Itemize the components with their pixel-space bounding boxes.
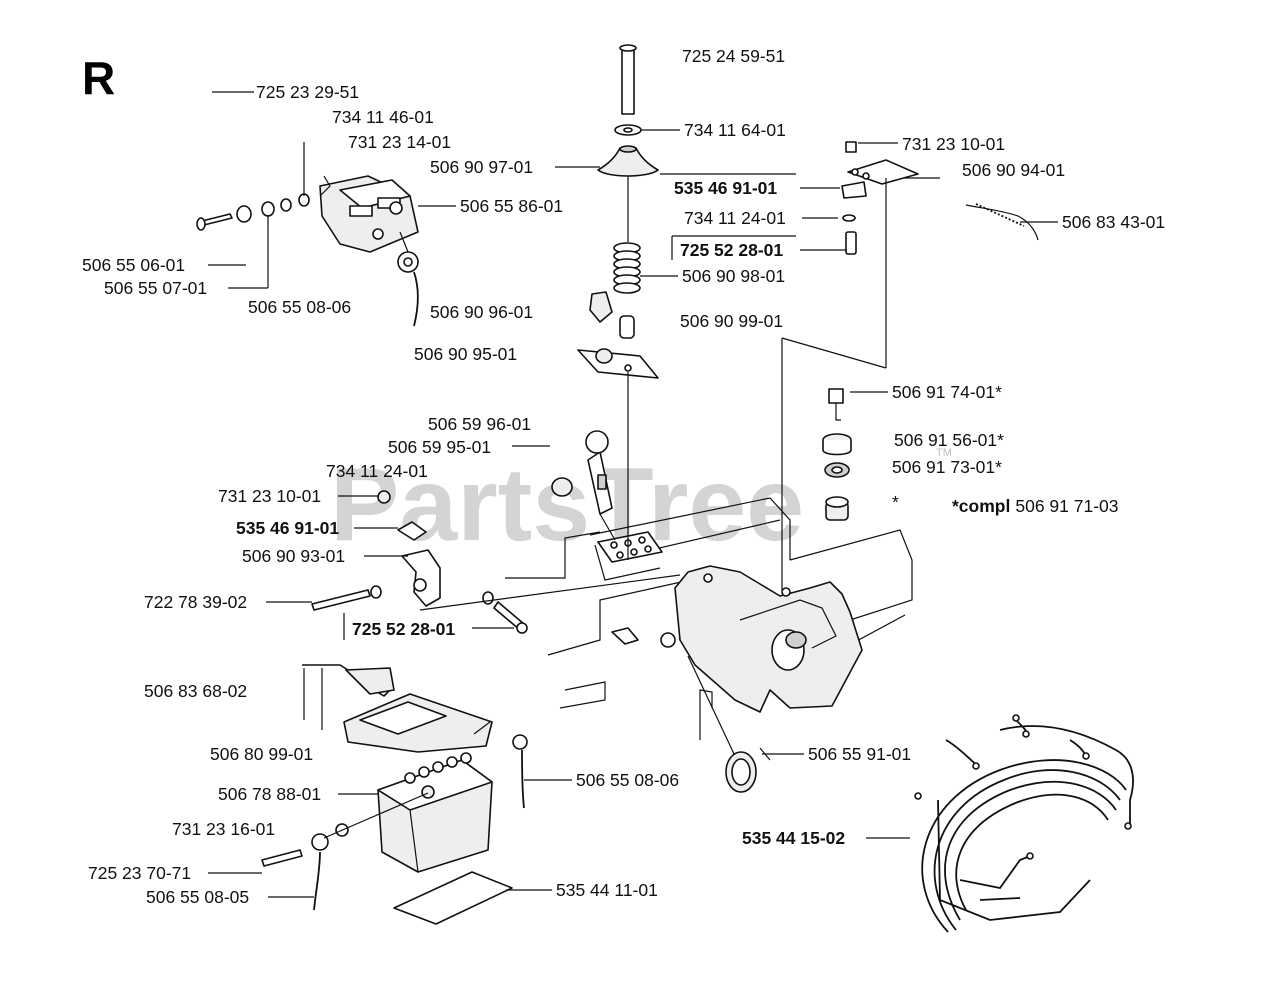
callout-535-44-11-01: 535 44 11-01	[556, 880, 658, 900]
callout-535-46-91-01-left: 535 46 91-01	[236, 518, 339, 538]
wire-harness	[914, 714, 1134, 933]
callout-506-91-73-01: 506 91 73-01*	[892, 457, 1002, 477]
callout-731-23-14-01: 731 23 14-01	[348, 132, 451, 152]
callout-535-44-15-02: 535 44 15-02	[742, 828, 845, 848]
callout-506-55-86-01: 506 55 86-01	[460, 196, 563, 216]
solenoid-bolt	[196, 193, 310, 231]
parts-illustration	[196, 44, 1134, 933]
callout-506-90-94-01: 506 90 94-01	[962, 160, 1065, 180]
watermark-trademark: TM	[936, 447, 952, 459]
callout-725-23-70-71: 725 23 70-71	[88, 863, 191, 883]
battery-hold-down	[302, 664, 493, 753]
callout-731-23-16-01: 731 23 16-01	[172, 819, 275, 839]
callout-506-91-56-01: 506 91 56-01*	[894, 430, 1004, 450]
callout-506-55-06-01: 506 55 06-01	[82, 255, 185, 275]
callout-506-55-08-05: 506 55 08-05	[146, 887, 249, 907]
callout-734-11-64-01: 734 11 64-01	[684, 120, 786, 140]
callout-722-78-39-02: 722 78 39-02	[144, 592, 247, 612]
battery-mat	[393, 871, 513, 925]
callout-506-78-88-01: 506 78 88-01	[218, 784, 321, 804]
callout-506-55-91-01: 506 55 91-01	[808, 744, 911, 764]
callout-506-90-97-01: 506 90 97-01	[430, 157, 533, 177]
callout-506-59-95-01: 506 59 95-01	[388, 437, 491, 457]
leader-lines	[208, 91, 1058, 898]
callout-734-11-46-01: 734 11 46-01	[332, 107, 434, 127]
dash-panel	[611, 565, 863, 713]
callout-labels: 725 24 59-51 725 23 29-51 734 11 46-01 7…	[82, 46, 1165, 907]
callout-734-11-24-01-left: 734 11 24-01	[326, 461, 428, 481]
callout-506-80-99-01: 506 80 99-01	[210, 744, 313, 764]
callout-asterisk: *	[892, 492, 899, 512]
throttle-lever	[551, 430, 616, 541]
callout-506-55-07-01: 506 55 07-01	[104, 278, 207, 298]
kit-label-part: 506 91 71-03	[1015, 496, 1118, 516]
kit-label-prefix: *compl	[952, 496, 1010, 516]
mount-plate	[597, 531, 663, 563]
control-shaft	[577, 44, 659, 560]
seat-switch	[311, 490, 681, 634]
spring	[613, 242, 641, 294]
watermark: PartsTree	[330, 447, 804, 563]
callout-506-59-96-01: 506 59 96-01	[428, 414, 531, 434]
callout-506-55-08-06-top: 506 55 08-06	[248, 297, 351, 317]
ignition-switch-kit	[822, 388, 852, 521]
callout-725-24-59-51: 725 24 59-51	[682, 46, 785, 66]
callout-725-52-28-01-left: 725 52 28-01	[352, 619, 455, 639]
callout-725-52-28-01-top: 725 52 28-01	[680, 240, 783, 260]
callout-725-23-29-51: 725 23 29-51	[256, 82, 359, 102]
callout-731-23-10-01-top: 731 23 10-01	[902, 134, 1005, 154]
callout-506-90-99-01: 506 90 99-01	[680, 311, 783, 331]
callout-506-91-74-01: 506 91 74-01*	[892, 382, 1002, 402]
link-bracket	[781, 141, 1039, 590]
callout-506-55-08-06-bottom: 506 55 08-06	[576, 770, 679, 790]
callout-731-23-10-01-left: 731 23 10-01	[218, 486, 321, 506]
callout-535-46-91-01-top: 535 46 91-01	[674, 178, 777, 198]
battery	[377, 752, 493, 873]
solenoid	[319, 175, 419, 327]
callout-506-83-68-02: 506 83 68-02	[144, 681, 247, 701]
callout-506-83-43-01: 506 83 43-01	[1062, 212, 1165, 232]
section-letter: R	[82, 52, 115, 104]
callout-506-90-98-01: 506 90 98-01	[682, 266, 785, 286]
callout-506-90-93-01: 506 90 93-01	[242, 546, 345, 566]
callout-734-11-24-01-top: 734 11 24-01	[684, 208, 786, 228]
callout-506-90-96-01: 506 90 96-01	[430, 302, 533, 322]
bushing	[687, 655, 757, 793]
callout-506-90-95-01: 506 90 95-01	[414, 344, 517, 364]
battery-cables	[261, 734, 528, 911]
